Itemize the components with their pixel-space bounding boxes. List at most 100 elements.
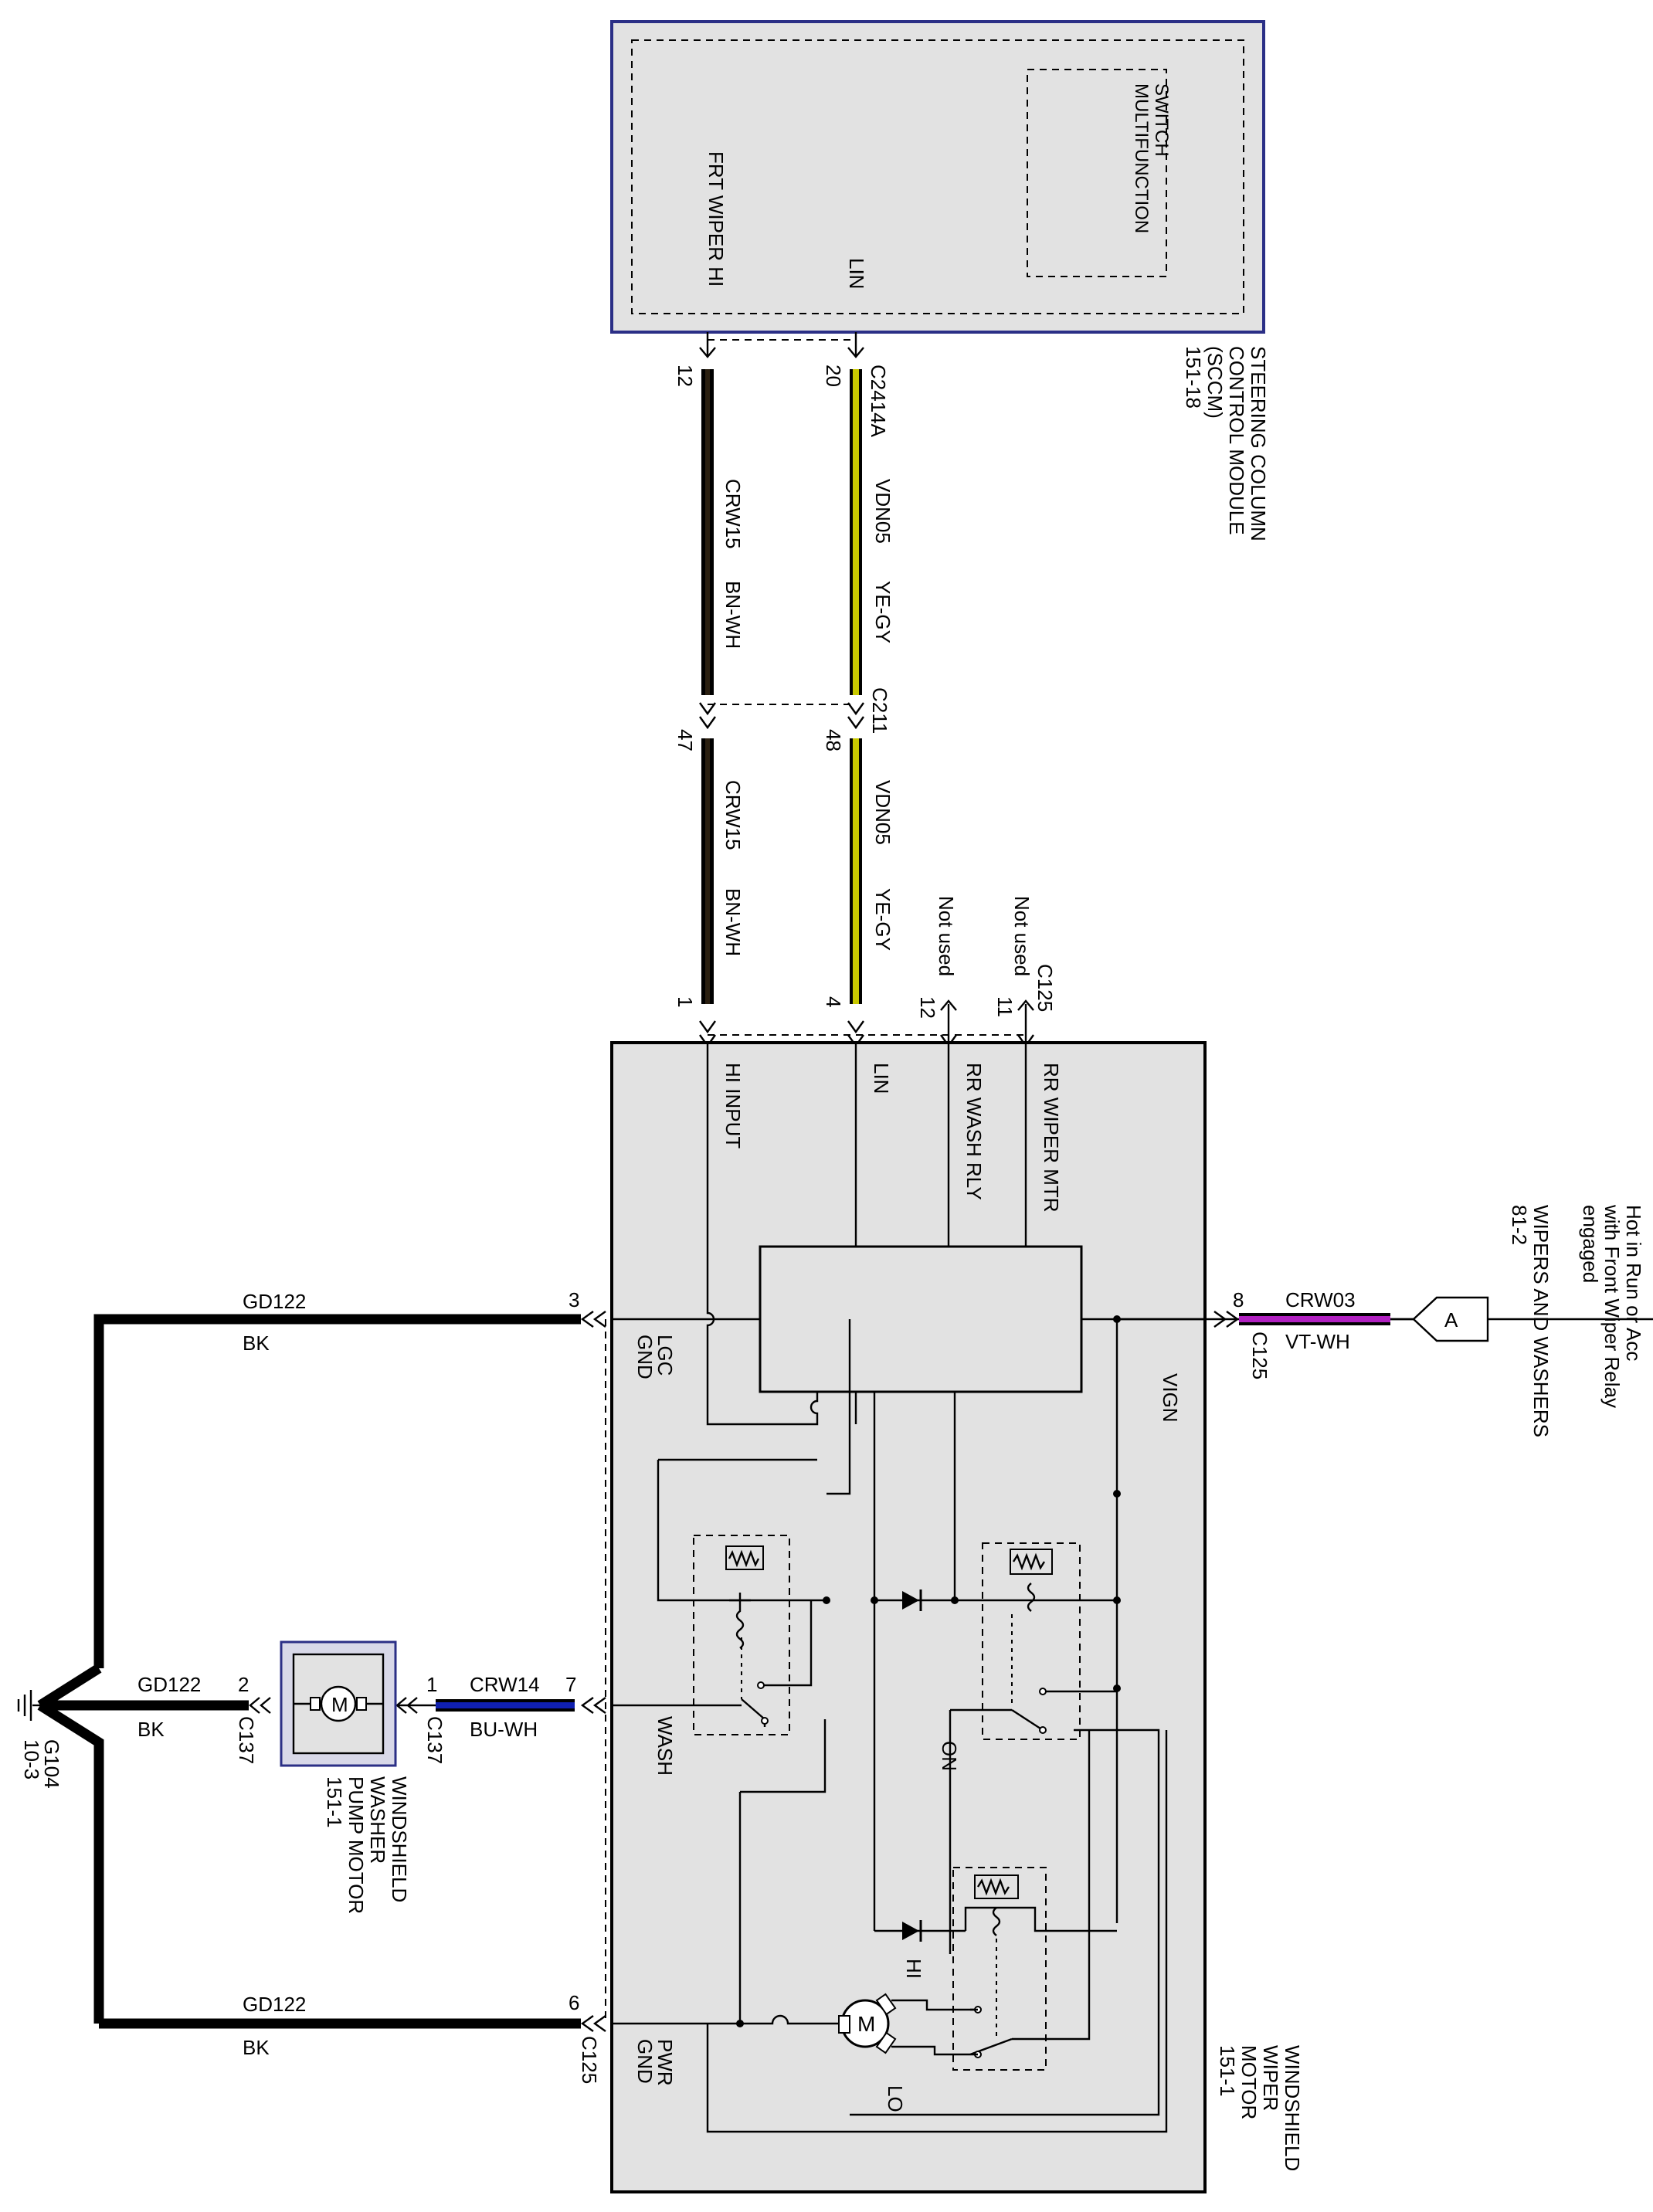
wire-lin-upper-color: YE-GY — [871, 581, 894, 643]
lgc-ground-color: BK — [243, 1332, 270, 1355]
power-ref-2: 81-2 — [1508, 1205, 1531, 1245]
power-feed-arrow — [1213, 1311, 1240, 1328]
wash-relay-resistor-box — [725, 1545, 764, 1570]
hi-label: HI — [902, 1959, 925, 1979]
hilo-relay-coil — [992, 1907, 1001, 1936]
c211-lin-fork — [847, 702, 864, 730]
power-desc-1: Hot in Run or Acc — [1622, 1205, 1645, 1361]
pwr-ground-pin: 6 — [569, 1991, 579, 2014]
power-source-letter: A — [1444, 1308, 1458, 1332]
pump-title-3: PUMP MOTOR — [345, 1776, 368, 1914]
on-label: ON — [938, 1741, 961, 1771]
hilo-relay-box — [952, 1867, 1047, 2071]
upper-harness: 12 20 C2414A CRW15 BN-WH VDN05 YE-GY C21… — [674, 332, 894, 751]
g104-ref: 10-3 — [20, 1739, 43, 1779]
c2414a-pin-hi: 12 — [674, 365, 697, 387]
c125-pin-4: 4 — [822, 996, 845, 1007]
c2414a-pin-lin: 20 — [822, 365, 845, 387]
hilo-relay-resistor-box — [974, 1874, 1019, 1899]
logic-block — [759, 1245, 1083, 1393]
pwr-ground: 6 C125 GD122 BK — [99, 1991, 606, 2084]
washer-pump: M 1 C137 2 C137 WINDSHIELD WASHER PUMP M… — [235, 1640, 446, 1914]
hi-input-route — [706, 1305, 819, 1426]
hilo-relay-resistor — [976, 1878, 1010, 1896]
wiper-motor-title-4: 151-1 — [1216, 2045, 1239, 2097]
pwr-ground-color: BK — [243, 2036, 270, 2059]
c125-pin-11: 11 — [993, 996, 1017, 1017]
sccm-title-2: CONTROL MODULE — [1225, 346, 1248, 535]
ground-network: GD122 BK G104 10-3 — [17, 1664, 249, 2024]
sccm-module: MULTIFUNCTION SWITCH FRT WIPER HI LIN ST… — [610, 20, 1270, 541]
pump-ground-color: BK — [137, 1718, 165, 1741]
pump-brush-right — [356, 1697, 367, 1711]
wash-relay-return — [826, 1319, 851, 1495]
lgc-ground-circuit: GD122 — [243, 1290, 306, 1313]
wash-relay-to-motor — [740, 1719, 826, 1793]
ground-symbol-icon — [17, 1690, 32, 1721]
wash-output-color: BU-WH — [470, 1718, 538, 1741]
vign-pin: 8 — [1233, 1288, 1244, 1311]
c211-pin-lin: 48 — [822, 729, 845, 751]
wire-lin-upper-circuit: VDN05 — [871, 479, 894, 544]
sccm-pin-frt-wiper-hi: FRT WIPER HI — [704, 151, 728, 287]
ground-y-upper — [37, 1664, 102, 1710]
lgc-ground-wire — [93, 1314, 581, 1668]
pwr-gnd-label-1: PWR — [653, 2039, 677, 2086]
pwr-ground-circuit: GD122 — [243, 1993, 306, 2016]
pwr-gnd-loop — [706, 1730, 1168, 2133]
on-relay-contact-1 — [1039, 1688, 1047, 1695]
on-relay-resistor-box — [1010, 1549, 1053, 1575]
on-relay-output — [850, 1708, 1160, 2116]
wash-output-arrow — [580, 1697, 606, 1714]
pump-motor-m: M — [331, 1693, 348, 1716]
pump-title-4: 151-1 — [323, 1776, 346, 1828]
vign-connector: C125 — [1248, 1332, 1271, 1379]
lin-label: LIN — [870, 1063, 893, 1094]
wash-relay-coil-lines — [657, 1458, 826, 1602]
on-relay-contact-2 — [1039, 1726, 1047, 1734]
lgc-ground: 3 GD122 BK — [93, 1288, 606, 1668]
vign-label: VIGN — [1159, 1373, 1182, 1423]
wiper-motor-brush-1 — [875, 1993, 897, 2016]
lgc-ground-pin: 3 — [569, 1288, 579, 1311]
wash-relay-contact-2 — [761, 1717, 769, 1725]
wire-hi-lower-color: BN-WH — [721, 888, 745, 956]
rr-wiper-mtr-label: RR WIPER MTR — [1040, 1063, 1063, 1213]
wire-hi-upper-circuit: CRW15 — [721, 479, 745, 549]
sccm-pin-lin: LIN — [845, 258, 868, 289]
lgc-ground-arrow — [580, 1311, 606, 1328]
wire-hi-upper-color: BN-WH — [721, 581, 745, 649]
vign-color: VT-WH — [1285, 1330, 1350, 1353]
not-used-label-2: Not used — [1010, 896, 1034, 976]
wire-lin-lower-color: YE-GY — [871, 888, 894, 951]
wash-output-circuit: CRW14 — [470, 1673, 540, 1696]
power-source-connector — [1412, 1296, 1489, 1342]
c211-name: C211 — [868, 687, 891, 734]
c2414a-lin-arrow — [847, 332, 864, 358]
power-desc-2: with Front Wiper Relay — [1600, 1204, 1624, 1408]
not-used-label-1: Not used — [935, 896, 958, 976]
wiper-motor-lo-lead — [891, 2045, 978, 2056]
lgc-gnd-label-2: GND — [633, 1335, 657, 1379]
g104-name: G104 — [40, 1739, 63, 1789]
wiper-motor-hi-lead — [891, 1999, 978, 2011]
lower-harness: CRW15 BN-WH VDN05 YE-GY Not used Not use… — [674, 738, 1057, 1050]
wiper-motor-m: M — [857, 2012, 875, 2036]
power-desc-3: engaged — [1579, 1205, 1602, 1283]
power-feed: A 8 C125 CRW03 VT-WH Hot in Run or Acc w… — [1213, 1204, 1645, 1437]
wash-label: WASH — [653, 1716, 677, 1776]
wash-output-pin: 7 — [565, 1673, 576, 1696]
pump-title-2: WASHER — [366, 1776, 389, 1864]
c125-top-name: C125 — [1034, 964, 1057, 1012]
wiper-motor-title-1: WINDSHIELD — [1281, 2045, 1304, 2171]
pump-title-1: WINDSHIELD — [388, 1776, 411, 1902]
sccm-title-4: 151-18 — [1182, 346, 1205, 409]
pump-ground-circuit: GD122 — [137, 1673, 201, 1696]
rr-wash-rly-label: RR WASH RLY — [962, 1063, 986, 1200]
pwr-gnd-internal — [612, 2014, 839, 2025]
wiper-motor-module: WINDSHIELD WIPER MOTOR 151-1 HI INPUT LI… — [605, 1041, 1653, 2193]
c2414a-hi-arrow — [699, 332, 716, 358]
pwr-ground-arrow — [580, 2015, 606, 2032]
sccm-title-1: STEERING COLUMN — [1247, 346, 1270, 541]
